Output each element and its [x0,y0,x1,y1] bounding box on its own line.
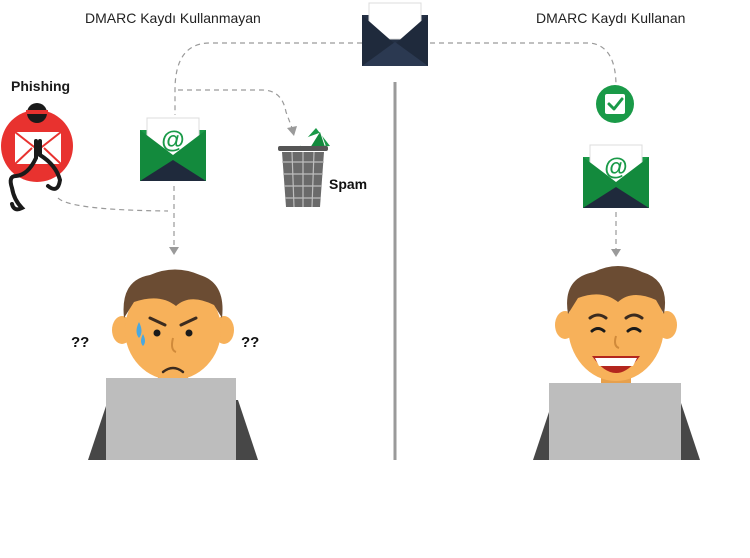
email-at-icon-right: @ [583,144,649,208]
trash-bin-icon [278,128,330,208]
right-title: DMARC Kaydı Kullanan [536,10,686,26]
flow-phishing-merge [57,197,169,212]
confused-mark-right: ?? [241,334,260,351]
confused-mark-left: ?? [71,334,90,351]
svg-text:@: @ [604,154,627,181]
spam-label: Spam [329,176,368,192]
confused-user-icon [88,269,258,460]
check-badge-icon [596,85,634,123]
svg-text:@: @ [161,127,184,154]
email-at-icon-left: @ [140,117,206,181]
happy-user-icon [533,266,700,460]
arrow-head-right-user [611,249,621,257]
phishing-hook-icon [1,103,73,212]
flow-top-to-left [174,42,362,115]
arrow-head-spam [287,126,297,136]
phishing-label: Phishing [11,78,71,94]
left-title: DMARC Kaydı Kullanmayan [85,10,261,26]
arrow-head-left-user [169,247,179,255]
open-envelope-icon [362,2,428,66]
flow-top-to-right [430,42,617,87]
flow-email-to-spam [178,89,293,129]
